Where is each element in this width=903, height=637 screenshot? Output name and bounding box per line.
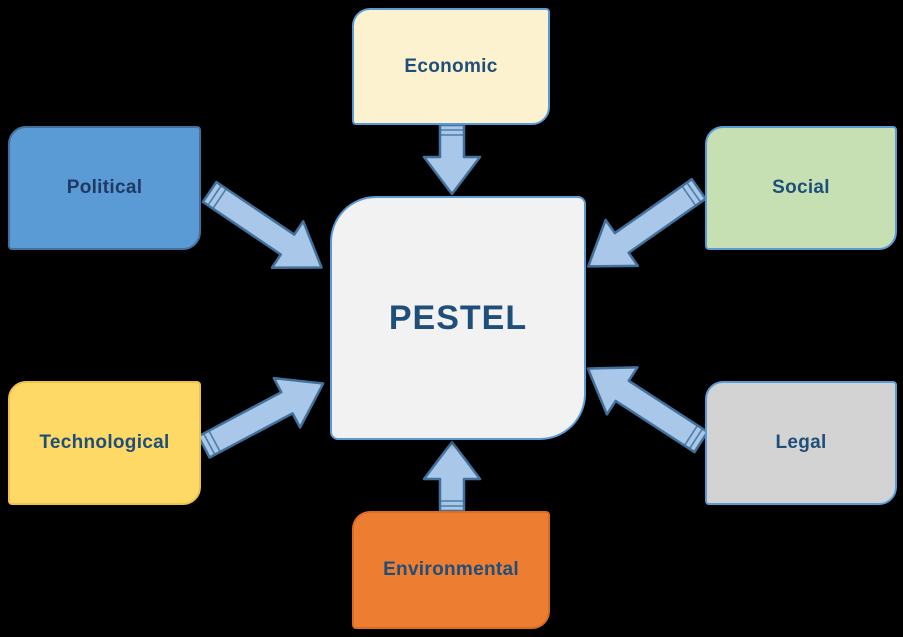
factor-label-social: Social <box>772 177 830 198</box>
factor-label-technological: Technological <box>39 432 170 453</box>
factor-label-economic: Economic <box>404 55 498 77</box>
factor-box-technological: Technological <box>8 381 201 505</box>
arrow-technological-to-center <box>197 376 325 459</box>
factor-box-political: Political <box>8 126 201 250</box>
factor-box-social: Social <box>705 126 897 250</box>
arrow-economic-to-center <box>422 123 482 196</box>
center-box-pestel: PESTEL <box>330 196 586 440</box>
factor-box-economic: Economic <box>352 8 550 125</box>
arrow-political-to-center <box>201 180 323 270</box>
factor-label-political: Political <box>66 177 143 198</box>
arrow-legal-to-center <box>586 366 709 454</box>
factor-label-legal: Legal <box>775 432 827 453</box>
factor-box-legal: Legal <box>705 381 897 505</box>
factor-label-environmental: Environmental <box>383 559 519 580</box>
arrow-environmental-to-center <box>422 440 482 513</box>
center-label: PESTEL <box>388 298 528 337</box>
factor-box-environmental: Environmental <box>352 511 550 629</box>
arrow-social-to-center <box>586 177 707 268</box>
